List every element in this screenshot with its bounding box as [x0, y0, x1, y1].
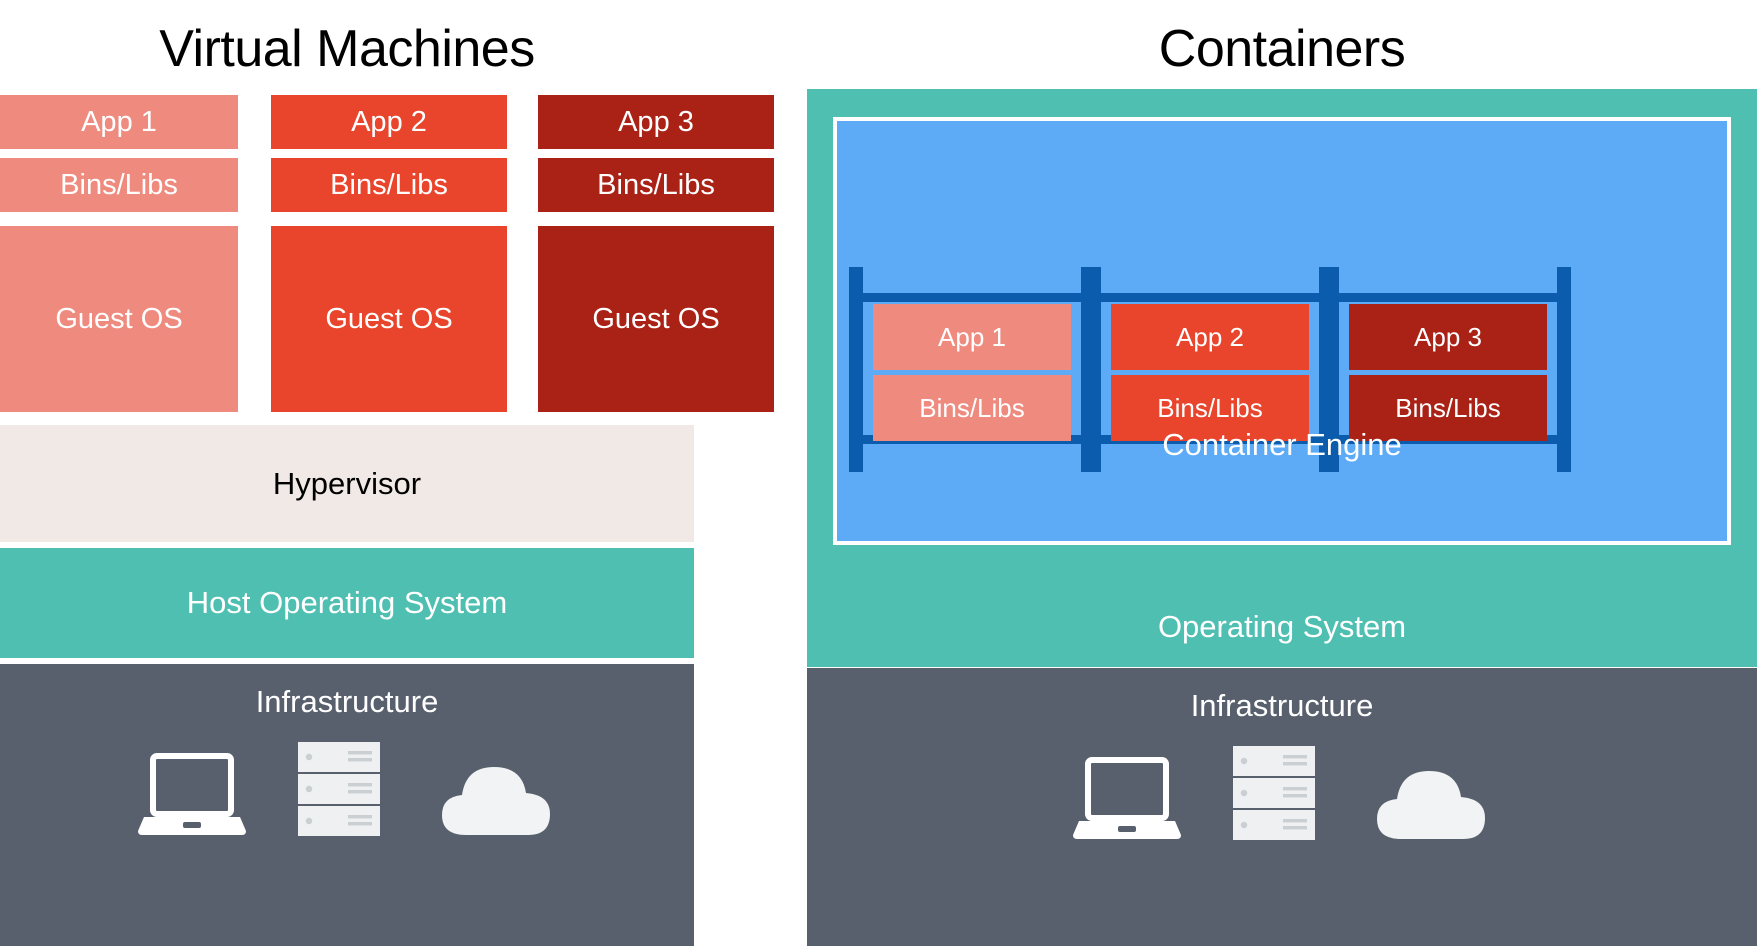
server-rack-icon — [1233, 746, 1315, 846]
containers-infrastructure-layer: Infrastructure — [807, 668, 1757, 946]
rack-post-left — [1325, 267, 1339, 472]
container-app-block: App 3 — [1349, 304, 1547, 370]
rack-rail-top — [1097, 293, 1323, 302]
page-title-virtual-machines: Virtual Machines — [159, 20, 535, 78]
vm-guest-block: Guest OS — [538, 226, 774, 412]
container-engine-label: Container Engine — [1162, 427, 1402, 462]
vm-app-block: App 2 — [271, 95, 507, 149]
rack-post-left — [1087, 267, 1101, 472]
infrastructure-label: Infrastructure — [255, 684, 439, 719]
container-rack-3: App 3 Bins/Libs — [1325, 267, 1571, 472]
vm-bins-block: Bins/Libs — [538, 158, 774, 212]
rack-rail-top — [859, 293, 1085, 302]
vm-guest-block: Guest OS — [271, 226, 507, 412]
container-bins-block: Bins/Libs — [873, 375, 1071, 441]
container-app-block: App 2 — [1111, 304, 1309, 370]
vm-guest-block: Guest OS — [0, 226, 238, 412]
server-rack-icon — [298, 742, 380, 842]
container-app-block: App 1 — [873, 304, 1071, 370]
infrastructure-icon-group — [807, 746, 1757, 846]
host-operating-system-layer: Host Operating System — [0, 548, 694, 658]
cloud-icon — [1367, 761, 1491, 846]
container-engine-panel: App 1 Bins/Libs App 2 Bins/Libs App 3 Bi… — [833, 117, 1731, 545]
page-title-containers: Containers — [1158, 20, 1406, 78]
rack-post-right — [1557, 267, 1571, 472]
container-rack-1: App 1 Bins/Libs — [849, 267, 1095, 472]
virtual-machines-panel: Virtual Machines App 1 Bins/Libs Guest O… — [0, 0, 782, 946]
vm-bins-block: Bins/Libs — [271, 158, 507, 212]
vm-bins-block: Bins/Libs — [0, 158, 238, 212]
container-bins-block: Bins/Libs — [1349, 375, 1547, 441]
infrastructure-icon-group — [0, 742, 694, 842]
infrastructure-label: Infrastructure — [1190, 688, 1374, 723]
vm-infrastructure-layer: Infrastructure — [0, 664, 694, 946]
laptop-icon — [1073, 757, 1181, 846]
vm-app-block: App 3 — [538, 95, 774, 149]
laptop-icon — [138, 753, 246, 842]
operating-system-label: Operating System — [1157, 609, 1407, 644]
rack-rail-top — [1335, 293, 1561, 302]
rack-post-left — [849, 267, 863, 472]
hypervisor-layer: Hypervisor — [0, 425, 694, 542]
container-bins-block: Bins/Libs — [1111, 375, 1309, 441]
cloud-icon — [432, 757, 556, 842]
vm-app-block: App 1 — [0, 95, 238, 149]
